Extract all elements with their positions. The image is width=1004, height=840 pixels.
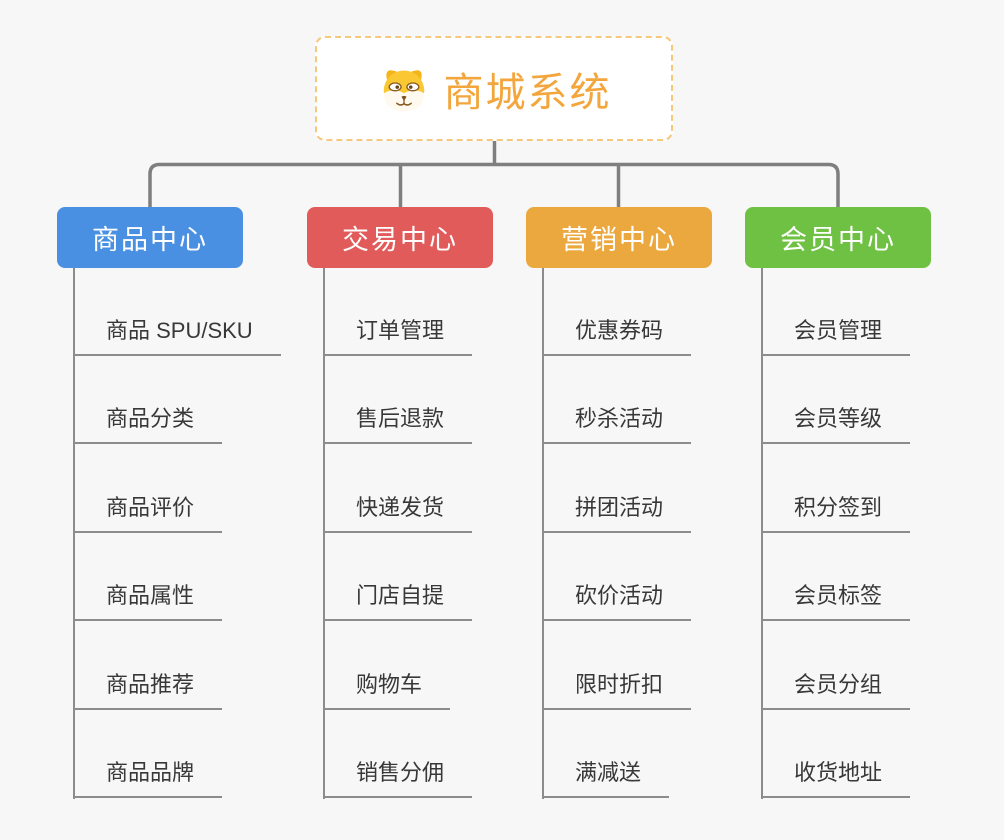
child-topic[interactable]: 商品推荐 [73, 670, 223, 710]
child-topic[interactable]: 收货地址 [761, 758, 911, 798]
child-topic[interactable]: 商品 SPU/SKU [73, 316, 281, 356]
child-topic[interactable]: 商品分类 [73, 404, 223, 444]
child-topic[interactable]: 商品属性 [73, 581, 223, 621]
child-topic[interactable]: 商品品牌 [73, 758, 223, 798]
child-topic[interactable]: 积分签到 [761, 493, 911, 533]
child-topic[interactable]: 限时折扣 [542, 670, 692, 710]
branch-label: 会员中心 [780, 225, 896, 255]
child-topic[interactable]: 门店自提 [323, 581, 473, 621]
child-topic[interactable]: 购物车 [323, 670, 451, 710]
child-topic[interactable]: 快递发货 [323, 493, 473, 533]
child-topic[interactable]: 会员标签 [761, 581, 911, 621]
child-topic[interactable]: 满减送 [542, 758, 670, 798]
dog-face-icon [377, 62, 431, 116]
branch-label: 商品中心 [92, 225, 208, 255]
branch-node-member-center[interactable]: 会员中心 [745, 207, 931, 268]
child-topic[interactable]: 砍价活动 [542, 581, 692, 621]
branch-label: 交易中心 [342, 225, 458, 255]
root-title: 商城系统 [443, 70, 612, 115]
child-topic[interactable]: 拼团活动 [542, 493, 692, 533]
branch-child-line [73, 268, 75, 799]
branch-label: 营销中心 [561, 225, 677, 255]
child-topic[interactable]: 优惠券码 [542, 316, 692, 356]
branch-node-trade-center[interactable]: 交易中心 [307, 207, 493, 268]
branch-node-marketing-center[interactable]: 营销中心 [526, 207, 712, 268]
child-topic[interactable]: 商品评价 [73, 493, 223, 533]
child-topic[interactable]: 会员等级 [761, 404, 911, 444]
child-topic[interactable]: 秒杀活动 [542, 404, 692, 444]
branch-node-product-center[interactable]: 商品中心 [57, 207, 243, 268]
child-topic[interactable]: 会员分组 [761, 670, 911, 710]
root-node[interactable]: 商城系统 [315, 36, 673, 141]
child-topic[interactable]: 会员管理 [761, 316, 911, 356]
branch-child-line [542, 268, 544, 799]
child-topic[interactable]: 订单管理 [323, 316, 473, 356]
child-topic[interactable]: 销售分佣 [323, 758, 473, 798]
branch-child-line [323, 268, 325, 799]
branch-child-line [761, 268, 763, 799]
child-topic[interactable]: 售后退款 [323, 404, 473, 444]
